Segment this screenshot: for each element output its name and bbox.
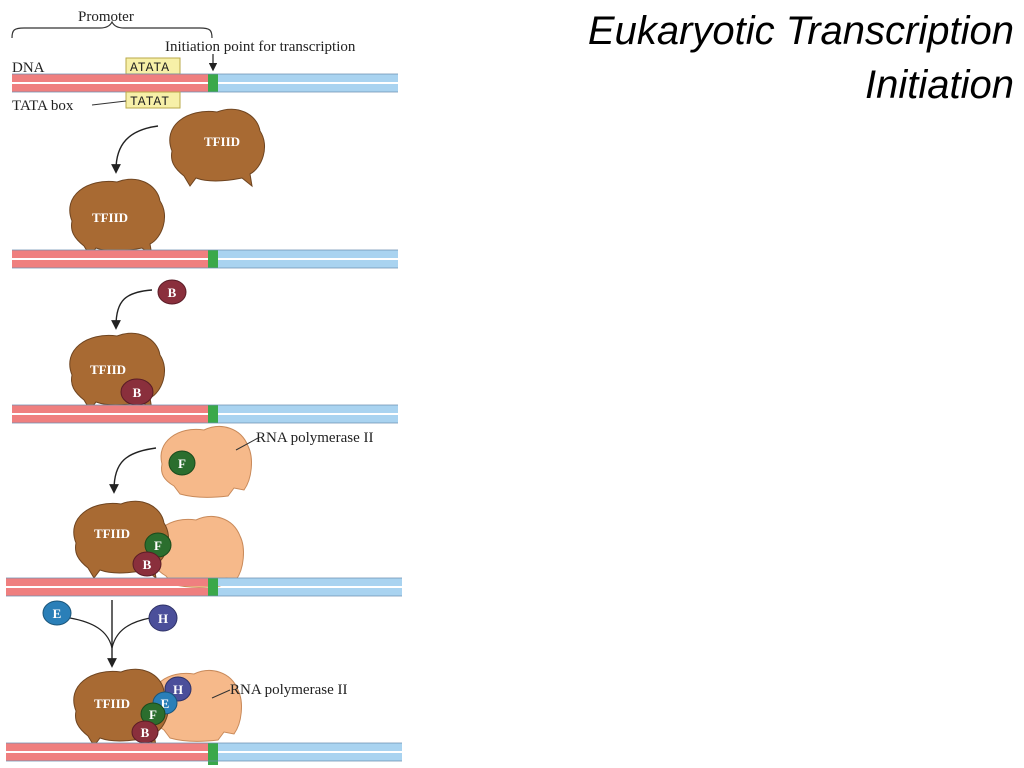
- step3-arrow: [109, 447, 157, 494]
- tfiid-bound-2-label: TFIID: [90, 362, 126, 377]
- e-merge-line: [69, 617, 113, 649]
- tfiie-free-label: E: [53, 606, 62, 621]
- dna-label: DNA: [12, 60, 45, 76]
- tfiid-bound-4: TFIID: [73, 668, 170, 747]
- step1-arrow: [111, 125, 159, 174]
- tfiih-bound-label: H: [173, 682, 183, 697]
- transcription-diagram: Promoter Initiation point for transcript…: [6, 9, 402, 765]
- tfiif-bound-2-label: F: [149, 707, 157, 722]
- tfiid-free: TFIID: [169, 108, 266, 187]
- tfiib-bound-2: B: [132, 551, 162, 577]
- tfiih-free-label: H: [158, 611, 168, 626]
- tfiif-free: F: [168, 450, 196, 476]
- tfiib-bound-2-label: B: [143, 557, 152, 572]
- tfiie-bound-label: E: [161, 696, 170, 711]
- tfiif-bound-2: F: [140, 702, 166, 726]
- rna-polymerase-label-2: RNA polymerase II: [230, 682, 347, 698]
- dna-strand-3: [12, 404, 398, 424]
- tata-seq-bottom: TATAT: [130, 94, 169, 109]
- promoter-label: Promoter: [78, 9, 134, 25]
- tata-seq-top: ATATA: [130, 60, 169, 75]
- tfiif-free-label: F: [178, 456, 186, 471]
- tfiib-bound-1-label: B: [133, 385, 142, 400]
- dna-strand-1: [12, 73, 398, 93]
- tfiid-bound-1-label: TFIID: [92, 210, 128, 225]
- promoter-bracket: [11, 20, 213, 39]
- tfiib-bound-3: B: [131, 720, 159, 744]
- slide-title: Eukaryotic Transcription Initiation: [454, 4, 1014, 112]
- tfiid-bound-3: TFIID: [73, 500, 170, 579]
- initiation-point-label: Initiation point for transcription: [165, 39, 356, 55]
- rna-pol-1-leader: [235, 437, 259, 451]
- tfiib-bound-1: B: [120, 378, 154, 406]
- tfiid-bound-3-label: TFIID: [94, 526, 130, 541]
- tfiie-free: E: [42, 600, 72, 626]
- dna-strand-2: [12, 249, 398, 269]
- step2-arrow: [111, 289, 153, 330]
- dna-strand-4: [6, 577, 402, 597]
- tata-box-label: TATA box: [12, 98, 74, 114]
- tfiid-bound-1: TFIID: [69, 178, 166, 257]
- tfiid-bound-4-label: TFIID: [94, 696, 130, 711]
- tfiib-bound-3-label: B: [141, 725, 150, 740]
- rna-polymerase-label-1: RNA polymerase II: [256, 430, 373, 446]
- h-merge-line: [111, 617, 151, 649]
- tfiif-bound-1-label: F: [154, 538, 162, 553]
- tata-box-bottom: [125, 91, 181, 109]
- tata-box-leader: [91, 100, 127, 106]
- tfiih-free: H: [148, 604, 178, 632]
- tfiid-free-label: TFIID: [204, 134, 240, 149]
- tfiib-free-label: B: [168, 285, 177, 300]
- tfiib-free: B: [157, 279, 187, 305]
- tfiif-bound-1: F: [144, 532, 172, 558]
- dna-strand-5: [6, 742, 402, 765]
- tfiid-bound-2: TFIID: [69, 332, 166, 411]
- rna-pol-2-leader: [211, 689, 231, 699]
- title-line-2: Initiation: [865, 63, 1014, 107]
- title-line-1: Eukaryotic Transcription: [587, 9, 1014, 53]
